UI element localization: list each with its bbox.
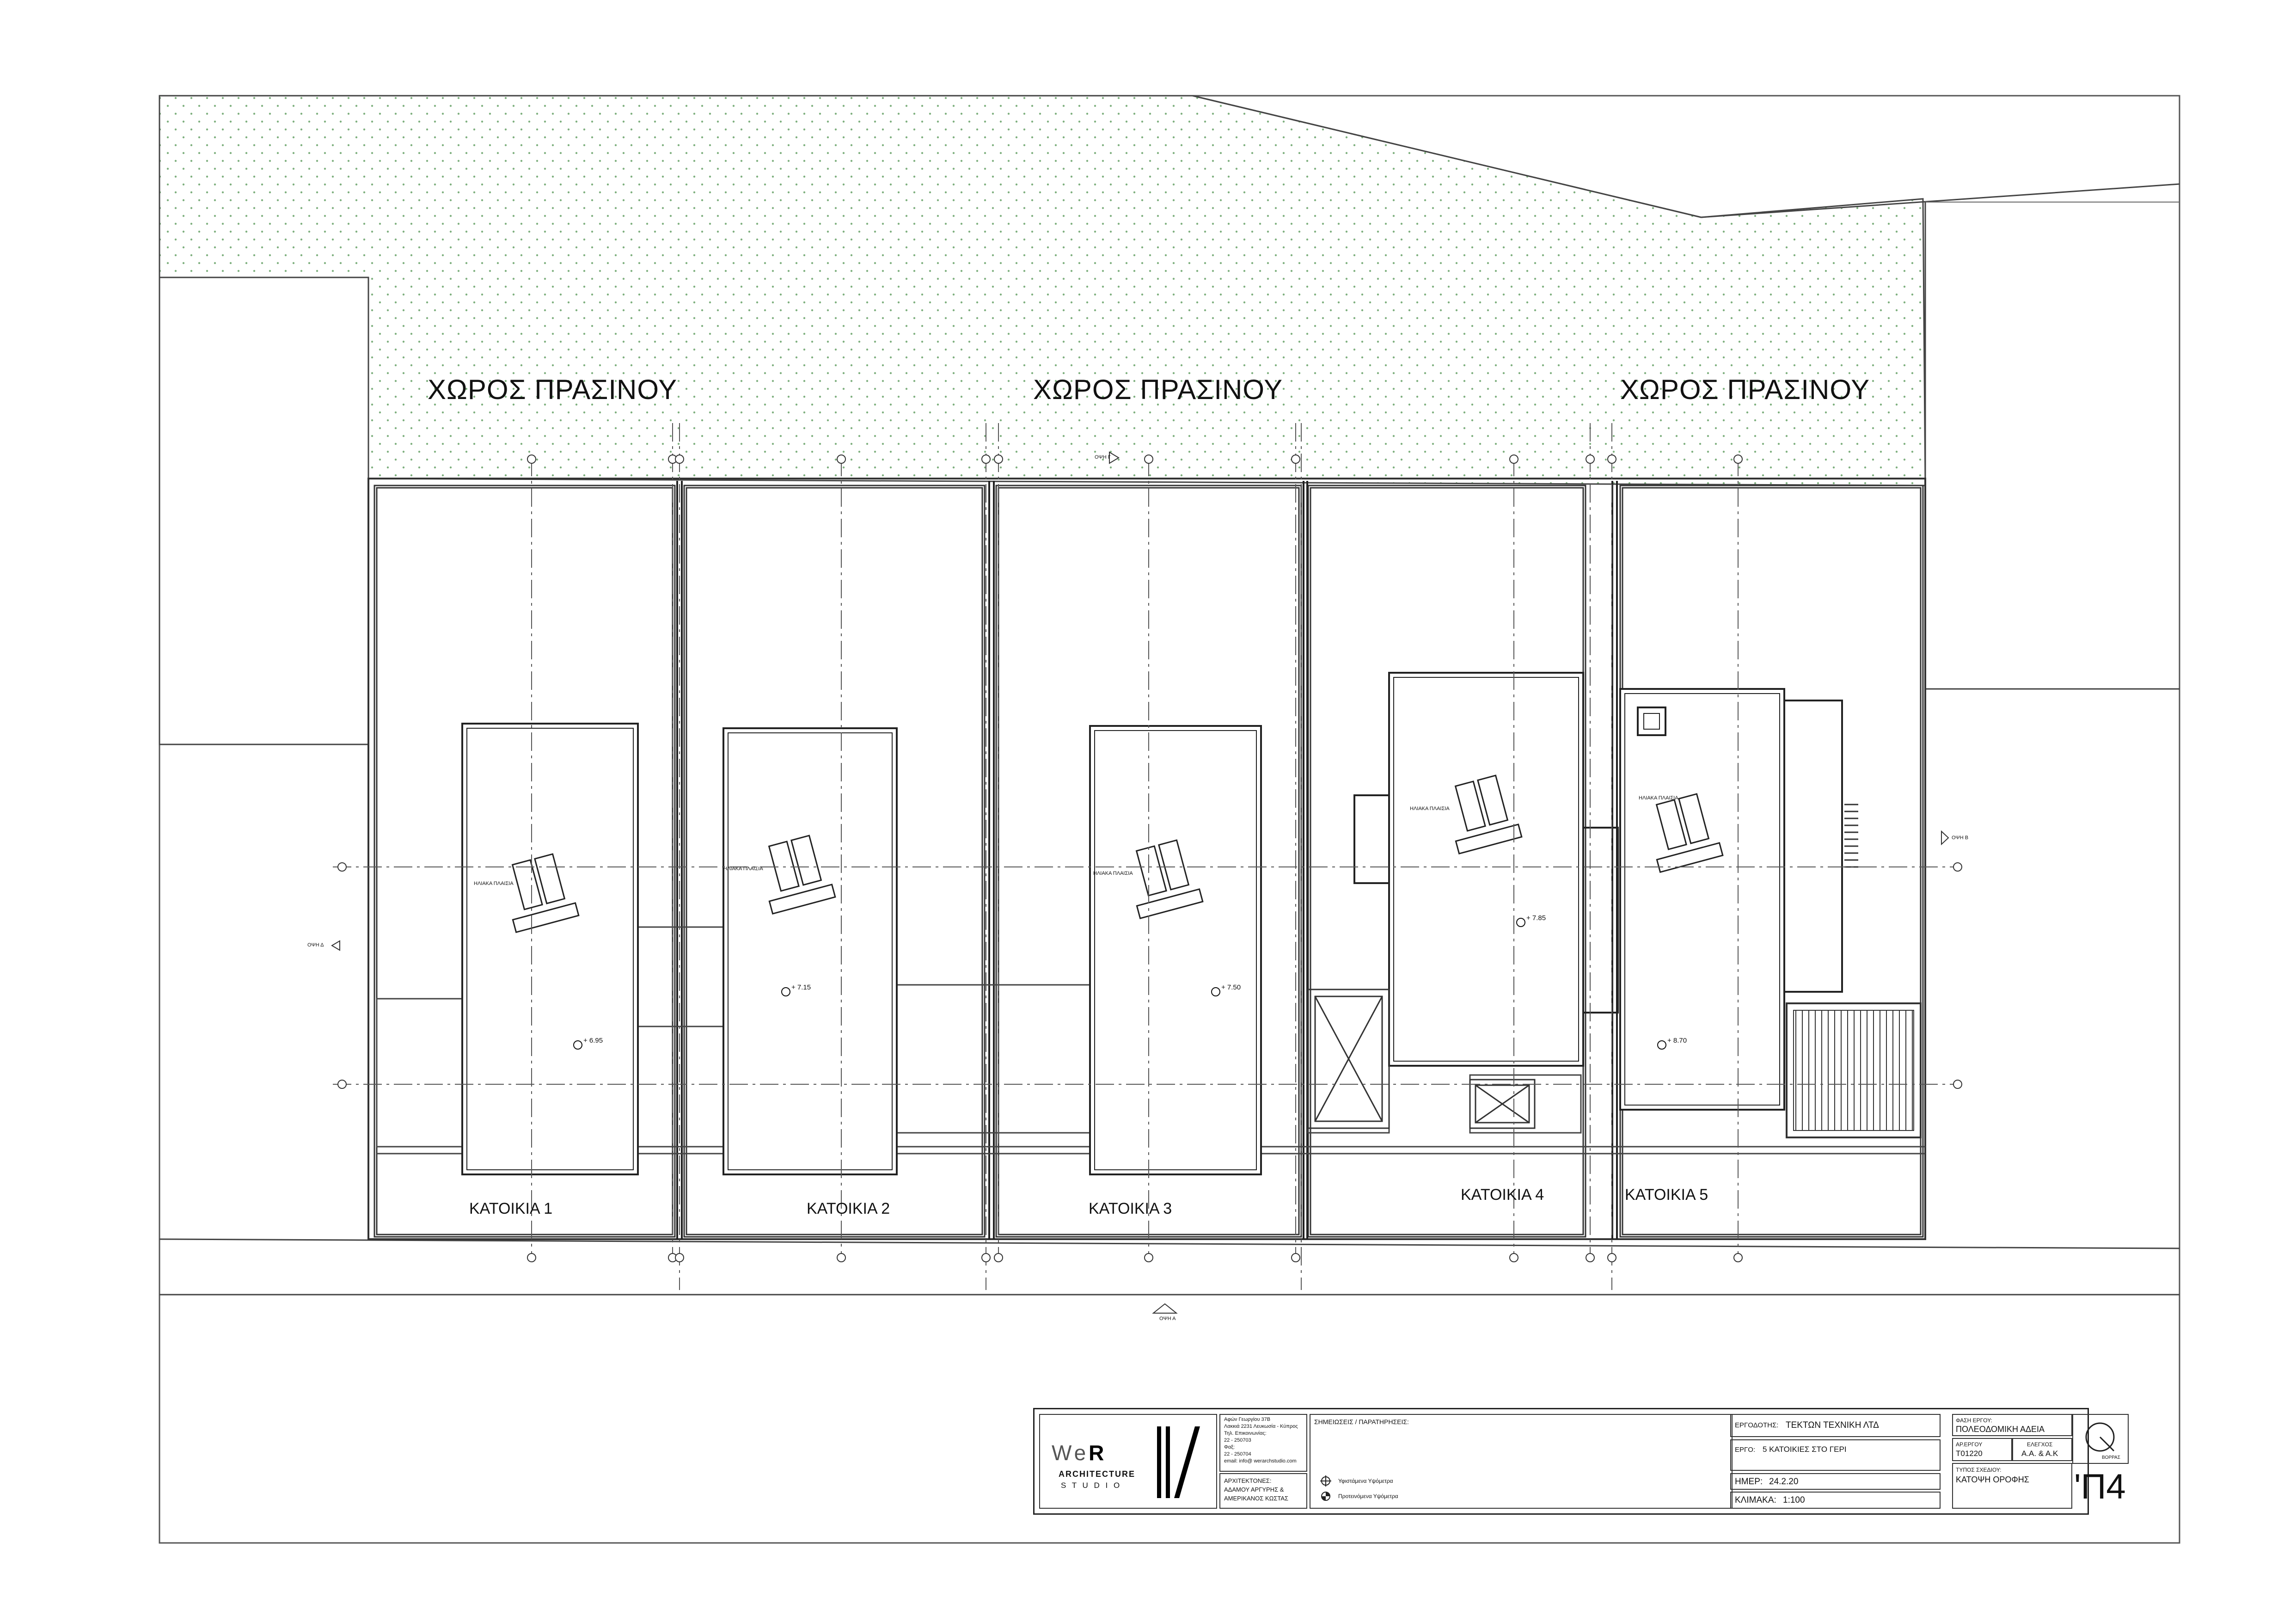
logo-architecture: ARCHITECTURE bbox=[1059, 1469, 1135, 1479]
existing-level-icon bbox=[1320, 1475, 1331, 1487]
office-line: 22 - 250704 bbox=[1224, 1451, 1251, 1457]
solar-panel-label: ΗΛΙΑΚΑ ΠΛΑΙΣΙΑ bbox=[1410, 806, 1450, 811]
client-cell: ΕΡΓΟΔΟΤΗΣ: ΤΕΚΤΩΝ ΤΕΧΝΙΚΗ ΛΤΔ bbox=[1730, 1414, 1941, 1437]
sheet-id-cell: 'Π4 bbox=[2072, 1465, 2129, 1509]
house-label: ΚΑΤΟΙΚΙΑ 5 bbox=[1625, 1186, 1708, 1204]
view-label: ΟΨΗ Γ bbox=[1095, 455, 1111, 460]
project-label: ΕΡΓΟ: bbox=[1735, 1446, 1756, 1454]
client-label: ΕΡΓΟΔΟΤΗΣ: bbox=[1735, 1421, 1779, 1429]
notes-label: ΣΗΜΕΙΩΣΕΙΣ / ΠΑΡΑΤΗΡΗΣΕΙΣ: bbox=[1314, 1418, 1409, 1425]
project-no-value: Τ01220 bbox=[1956, 1449, 1983, 1458]
solar-panel-label: ΗΛΙΑΚΑ ΠΛΑΙΣΙΑ bbox=[1093, 871, 1133, 876]
sheet-id: 'Π4 bbox=[2074, 1467, 2126, 1506]
view-markers bbox=[331, 451, 1949, 1314]
green-area-label: ΧΩΡΟΣ ΠΡΑΣΙΝΟΥ bbox=[1033, 374, 1283, 405]
scale-value: 1:100 bbox=[1783, 1495, 1805, 1505]
notes-cell: ΣΗΜΕΙΩΣΕΙΣ / ΠΑΡΑΤΗΡΗΣΕΙΣ: Υφιστάμενα Υψ… bbox=[1310, 1414, 1733, 1509]
solar-panel-label: ΗΛΙΑΚΑ ΠΛΑΙΣΙΑ bbox=[723, 866, 763, 872]
project-cell: ΕΡΓΟ: 5 ΚΑΤΟΙΚΙΕΣ ΣΤΟ ΓΕΡΙ bbox=[1730, 1439, 1941, 1471]
client-value: ΤΕΚΤΩΝ ΤΕΧΝΙΚΗ ΛΤΔ bbox=[1786, 1420, 1879, 1430]
office-line: email: info@ werarchstudio.com bbox=[1224, 1458, 1297, 1464]
level-label: + 7.50 bbox=[1221, 983, 1241, 991]
party-walls bbox=[676, 481, 1618, 1239]
axis-markers bbox=[337, 455, 1962, 1262]
check-value: Α.Α. & Α.Κ bbox=[2021, 1449, 2058, 1458]
date-cell: ΗΜΕΡ: 24.2.20 bbox=[1730, 1473, 1941, 1490]
view-label: ΟΨΗ Β bbox=[1952, 835, 1969, 841]
office-line: Λακκιά 2231 Λευκωσία - Κύπρος bbox=[1224, 1424, 1298, 1429]
house-label: ΚΑΤΟΙΚΙΑ 1 bbox=[469, 1200, 553, 1217]
scale-label: ΚΛΙΜΑΚΑ: bbox=[1735, 1495, 1776, 1505]
office-line: Αφών Γεωργίου 37Β bbox=[1224, 1417, 1271, 1422]
architects-line: ΑΜΕΡΙΚΑΝΟΣ ΚΩΣΤΑΣ bbox=[1224, 1495, 1289, 1502]
road-edge bbox=[159, 1238, 2180, 1249]
drawing-type-value: ΚΑΤΟΨΗ ΟΡΟΦΗΣ bbox=[1956, 1475, 2029, 1484]
office-line: 22 - 250703 bbox=[1224, 1438, 1251, 1443]
architects-line: ΑΔΑΜΟΥ ΑΡΓΥΡΗΣ & bbox=[1224, 1486, 1284, 1493]
project-no-label: ΑΡ.ΕΡΓΟΥ bbox=[1956, 1441, 1983, 1448]
view-label: ΟΨΗ Α bbox=[1159, 1316, 1176, 1321]
roof-slabs bbox=[461, 672, 1843, 1175]
light-wells bbox=[1307, 989, 1536, 1129]
title-block: WeR ARCHITECTURE S T U D I O Αφών Γεωργί… bbox=[1033, 1408, 2129, 1515]
green-area-label: ΧΩΡΟΣ ΠΡΑΣΙΝΟΥ bbox=[1620, 374, 1870, 405]
house-label: ΚΑΤΟΙΚΙΑ 3 bbox=[1089, 1200, 1172, 1217]
architects-cell: ΑΡΧΙΤΕΚΤΟΝΕΣ: ΑΔΑΜΟΥ ΑΡΓΥΡΗΣ & ΑΜΕΡΙΚΑΝΟ… bbox=[1219, 1473, 1307, 1509]
plot-boundary bbox=[1192, 95, 2180, 218]
level-label: + 6.95 bbox=[583, 1037, 603, 1044]
solar-panels bbox=[511, 774, 1724, 934]
legend-proposed: Προτεινόμενα Υψόμετρα bbox=[1338, 1493, 1398, 1499]
view-label: ΟΨΗ Δ bbox=[307, 942, 324, 948]
drawing-type-cell: ΤΥΠΟΣ ΣΧΕΔΙΟΥ: ΚΑΤΟΨΗ ΟΡΟΦΗΣ bbox=[1952, 1463, 2072, 1509]
solar-panel-label: ΗΛΙΑΚΑ ΠΛΑΙΣΙΑ bbox=[1639, 795, 1678, 801]
project-no-cell: ΑΡ.ΕΡΓΟΥ Τ01220 bbox=[1952, 1438, 2012, 1461]
check-cell: ΕΛΕΓΧΟΣ Α.Α. & Α.Κ bbox=[2012, 1438, 2072, 1461]
logo-mark-icon bbox=[1157, 1426, 1200, 1498]
legend-existing: Υφιστάμενα Υψόμετρα bbox=[1338, 1478, 1393, 1484]
house-label: ΚΑΤΟΙΚΙΑ 4 bbox=[1461, 1186, 1544, 1204]
level-markers bbox=[573, 918, 1666, 1050]
north-label: ΒΟΡΡΑΣ bbox=[2102, 1455, 2120, 1460]
phase-value: ΠΟΛΕΟΔΟΜΙΚΗ ΑΔΕΙΑ bbox=[1956, 1425, 2045, 1434]
logo-text: WeR bbox=[1052, 1441, 1107, 1465]
scale-cell: ΚΛΙΜΑΚΑ: 1:100 bbox=[1730, 1492, 1941, 1509]
north-arrow-icon bbox=[2085, 1422, 2115, 1452]
phase-cell: ΦΑΣΗ ΕΡΓΟΥ: ΠΟΛΕΟΔΟΜΙΚΗ ΑΔΕΙΑ bbox=[1952, 1414, 2072, 1436]
green-area-label: ΧΩΡΟΣ ΠΡΑΣΙΝΟΥ bbox=[428, 374, 678, 405]
check-label: ΕΛΕΓΧΟΣ bbox=[2027, 1441, 2053, 1448]
logo-studio: S T U D I O bbox=[1061, 1481, 1122, 1490]
phase-label: ΦΑΣΗ ΕΡΓΟΥ: bbox=[1956, 1417, 1992, 1424]
green-area bbox=[159, 95, 1926, 486]
level-label: + 8.70 bbox=[1667, 1037, 1687, 1044]
site-outline bbox=[367, 478, 1926, 1240]
project-value: 5 ΚΑΤΟΙΚΙΕΣ ΣΤΟ ΓΕΡΙ bbox=[1763, 1445, 1847, 1454]
north-cell: ΒΟΡΡΑΣ bbox=[2072, 1414, 2129, 1464]
architects-label: ΑΡΧΙΤΕΚΤΟΝΕΣ: bbox=[1224, 1477, 1272, 1484]
logo-cell: WeR ARCHITECTURE S T U D I O bbox=[1039, 1414, 1217, 1509]
stairs bbox=[1786, 804, 1922, 1138]
date-value: 24.2.20 bbox=[1769, 1477, 1799, 1487]
house-label: ΚΑΤΟΙΚΙΑ 2 bbox=[807, 1200, 890, 1217]
left-plot bbox=[159, 276, 369, 745]
date-label: ΗΜΕΡ: bbox=[1735, 1477, 1763, 1487]
proposed-level-icon bbox=[1321, 1492, 1330, 1501]
level-label: + 7.15 bbox=[791, 983, 811, 991]
drawing-type-label: ΤΥΠΟΣ ΣΧΕΔΙΟΥ: bbox=[1956, 1467, 2002, 1473]
axis-lines bbox=[333, 423, 1962, 1290]
level-label: + 7.85 bbox=[1526, 914, 1546, 922]
office-line: Φαξ: bbox=[1224, 1444, 1235, 1450]
solar-panel-label: ΗΛΙΑΚΑ ΠΛΑΙΣΙΑ bbox=[474, 881, 514, 886]
office-line: Τηλ. Επικοινωνίας: bbox=[1224, 1431, 1267, 1436]
office-info-cell: Αφών Γεωργίου 37Β Λακκιά 2231 Λευκωσία -… bbox=[1219, 1414, 1307, 1472]
